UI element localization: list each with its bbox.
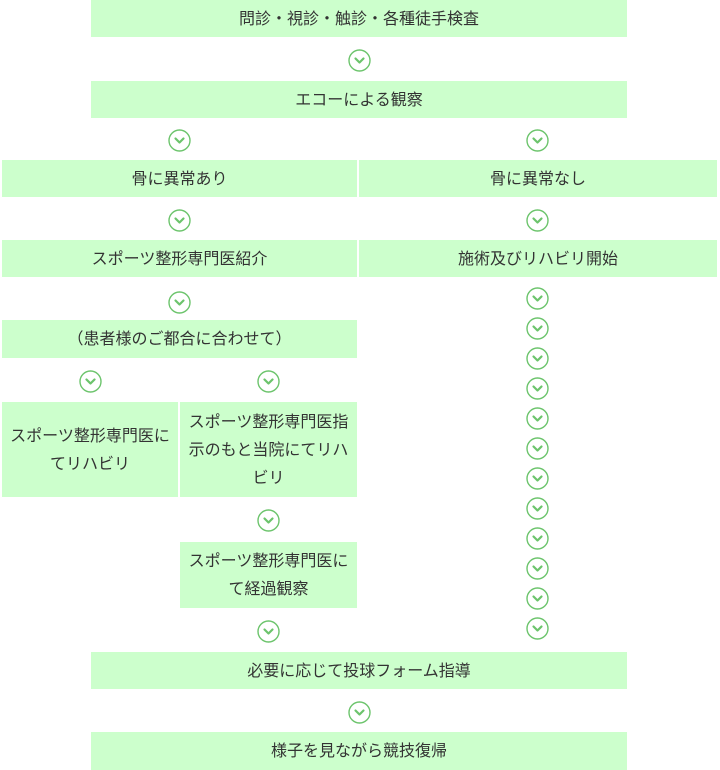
- chevron-down-circle-icon: [347, 700, 371, 724]
- chevron-down-circle-icon: [167, 208, 191, 232]
- chevron-down-circle-icon: [525, 556, 549, 580]
- chevron-down-circle-icon: [525, 406, 549, 430]
- chevron-down-circle-icon: [256, 508, 280, 532]
- referral: スポーツ整形専門医紹介: [2, 240, 357, 277]
- patient-choice: （患者様のご都合に合わせて）: [2, 320, 357, 358]
- pitching-form: 必要に応じて投球フォーム指導: [91, 652, 627, 689]
- treatment-start: 施術及びリハビリ開始: [359, 240, 717, 277]
- chevron-down-circle-icon: [525, 466, 549, 490]
- chevron-down-circle-icon: [525, 286, 549, 310]
- branch-no-fracture: 骨に異常なし: [359, 160, 717, 197]
- chevron-down-circle-icon: [525, 128, 549, 152]
- chevron-down-circle-icon: [525, 616, 549, 640]
- branch-fracture: 骨に異常あり: [2, 160, 357, 197]
- chevron-down-circle-icon: [525, 526, 549, 550]
- chevron-down-circle-icon: [167, 128, 191, 152]
- rehab-here: スポーツ整形専門医指示のもと当院にてリハビリ: [180, 402, 357, 497]
- chevron-down-circle-icon: [525, 586, 549, 610]
- chevron-down-circle-icon: [525, 346, 549, 370]
- step-exam: 問診・視診・触診・各種徒手検査: [91, 0, 627, 37]
- chevron-down-circle-icon: [347, 48, 371, 72]
- chevron-down-circle-icon: [525, 496, 549, 520]
- step-echo: エコーによる観察: [91, 81, 627, 118]
- rehab-at-specialist: スポーツ整形専門医にてリハビリ: [2, 402, 178, 497]
- chevron-down-circle-icon: [525, 436, 549, 460]
- chevron-down-circle-icon: [256, 369, 280, 393]
- observation: スポーツ整形専門医にて経過観察: [180, 542, 357, 608]
- chevron-down-circle-icon: [525, 208, 549, 232]
- chevron-down-circle-icon: [525, 376, 549, 400]
- chevron-down-circle-icon: [167, 290, 191, 314]
- chevron-down-circle-icon: [78, 369, 102, 393]
- chevron-down-circle-icon: [256, 619, 280, 643]
- return: 様子を見ながら競技復帰: [91, 732, 627, 770]
- chevron-down-circle-icon: [525, 316, 549, 340]
